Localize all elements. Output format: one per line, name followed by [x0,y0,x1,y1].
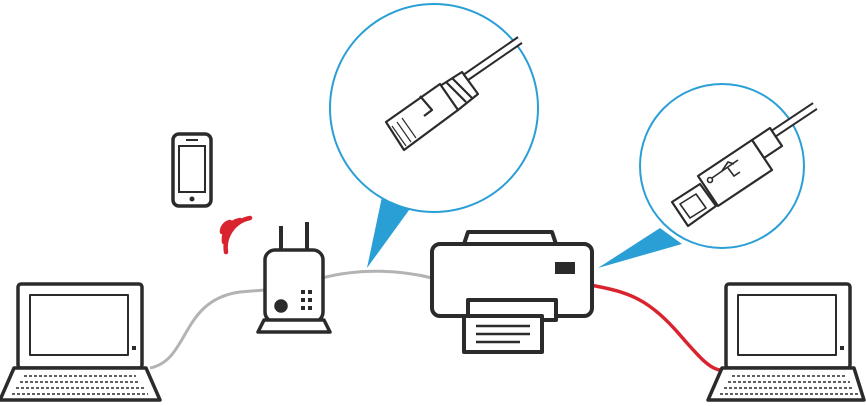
wireless-router-icon [256,222,332,334]
callout-ethernet [329,3,539,213]
laptop-icon [0,282,162,402]
usb-type-b-connector-icon [670,102,818,228]
usb-symbol-icon [706,159,741,184]
callout-pointer-usb [598,228,682,268]
callout-pointer-ethernet [367,192,412,268]
printer-icon [430,230,594,354]
usb-cable-printer-laptop [589,283,725,372]
smartphone-icon [171,132,213,208]
rj45-connector-icon [384,36,523,152]
ethernet-cable-router-printer [321,269,433,280]
laptop-icon [706,282,866,402]
callout-usb [639,83,818,249]
wifi-signal-icon [219,215,253,255]
ethernet-cable-laptop-router [149,288,266,370]
